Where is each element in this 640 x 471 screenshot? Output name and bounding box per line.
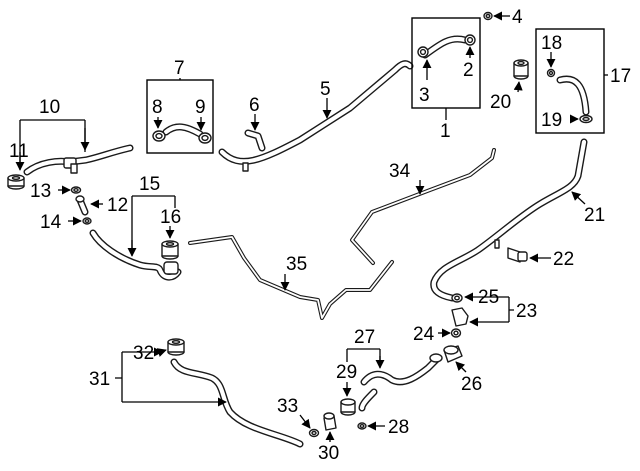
callout-20: 20: [490, 92, 511, 113]
callout-32: 32: [133, 343, 154, 364]
callout-3: 3: [419, 85, 430, 106]
callout-31: 31: [89, 369, 110, 390]
part-13-clamp: [70, 186, 82, 194]
callout-19: 19: [541, 110, 562, 131]
part-12-fitting: [75, 195, 89, 216]
part-15-hose: [89, 229, 182, 281]
part-22-sensor: [507, 247, 528, 263]
part-4-clamp: [483, 11, 493, 21]
callout-14: 14: [40, 212, 62, 233]
part-33-clamp: [308, 428, 320, 438]
part-21-tube: [430, 138, 588, 302]
callout-33: 33: [277, 396, 298, 417]
part-27-hose: [358, 353, 443, 412]
callout-2: 2: [463, 60, 474, 81]
part-28-clamp: [357, 422, 367, 430]
part-25-clamp: [451, 293, 463, 303]
group-box-17: [535, 28, 605, 134]
callout-29: 29: [336, 362, 357, 383]
callout-13: 13: [30, 181, 51, 202]
part-5-tube: [218, 60, 414, 172]
part-17-hose-assembly: [546, 68, 593, 124]
callout-23: 23: [516, 301, 537, 322]
callout-11: 11: [9, 141, 29, 162]
callout-30: 30: [318, 443, 339, 464]
part-30-fitting: [323, 412, 337, 431]
callout-22: 22: [553, 249, 574, 270]
part-31-tube: [170, 358, 304, 448]
callout-16: 16: [160, 207, 181, 228]
callout-34: 34: [389, 161, 411, 182]
part-26-cap: [443, 345, 463, 363]
callout-35: 35: [286, 254, 307, 275]
callout-27: 27: [354, 327, 375, 348]
part-10-hose: [23, 144, 134, 176]
part-14-clamp: [82, 217, 92, 225]
callout-4: 4: [512, 7, 523, 28]
part-34-line: [350, 148, 496, 265]
callout-24: 24: [413, 324, 435, 345]
part-1-hose-assembly: [417, 34, 476, 59]
part-16-grommet: [161, 240, 179, 260]
callout-10: 10: [39, 97, 60, 118]
callout-17: 17: [610, 66, 631, 87]
callout-25: 25: [478, 287, 499, 308]
part-32-grommet: [167, 338, 185, 356]
callout-12: 12: [107, 195, 128, 216]
callout-7: 7: [174, 58, 185, 79]
part-23-fitting: [451, 307, 469, 327]
part-20-grommet: [513, 59, 529, 80]
part-11-grommet: [7, 174, 25, 190]
callout-26: 26: [461, 374, 482, 395]
part-7-hose-assembly: [152, 123, 212, 144]
callout-6: 6: [249, 95, 260, 116]
callout-15: 15: [139, 174, 160, 195]
part-24-clamp: [450, 328, 462, 338]
callout-18: 18: [541, 33, 562, 54]
part-35-line: [188, 235, 394, 320]
callout-5: 5: [320, 79, 331, 100]
callout-8: 8: [152, 97, 163, 118]
part-29-grommet: [340, 398, 356, 416]
callout-21: 21: [584, 205, 605, 226]
callout-1: 1: [440, 121, 451, 142]
part-6-hose: [244, 129, 266, 152]
callout-9: 9: [195, 97, 206, 118]
callout-28: 28: [388, 417, 409, 438]
